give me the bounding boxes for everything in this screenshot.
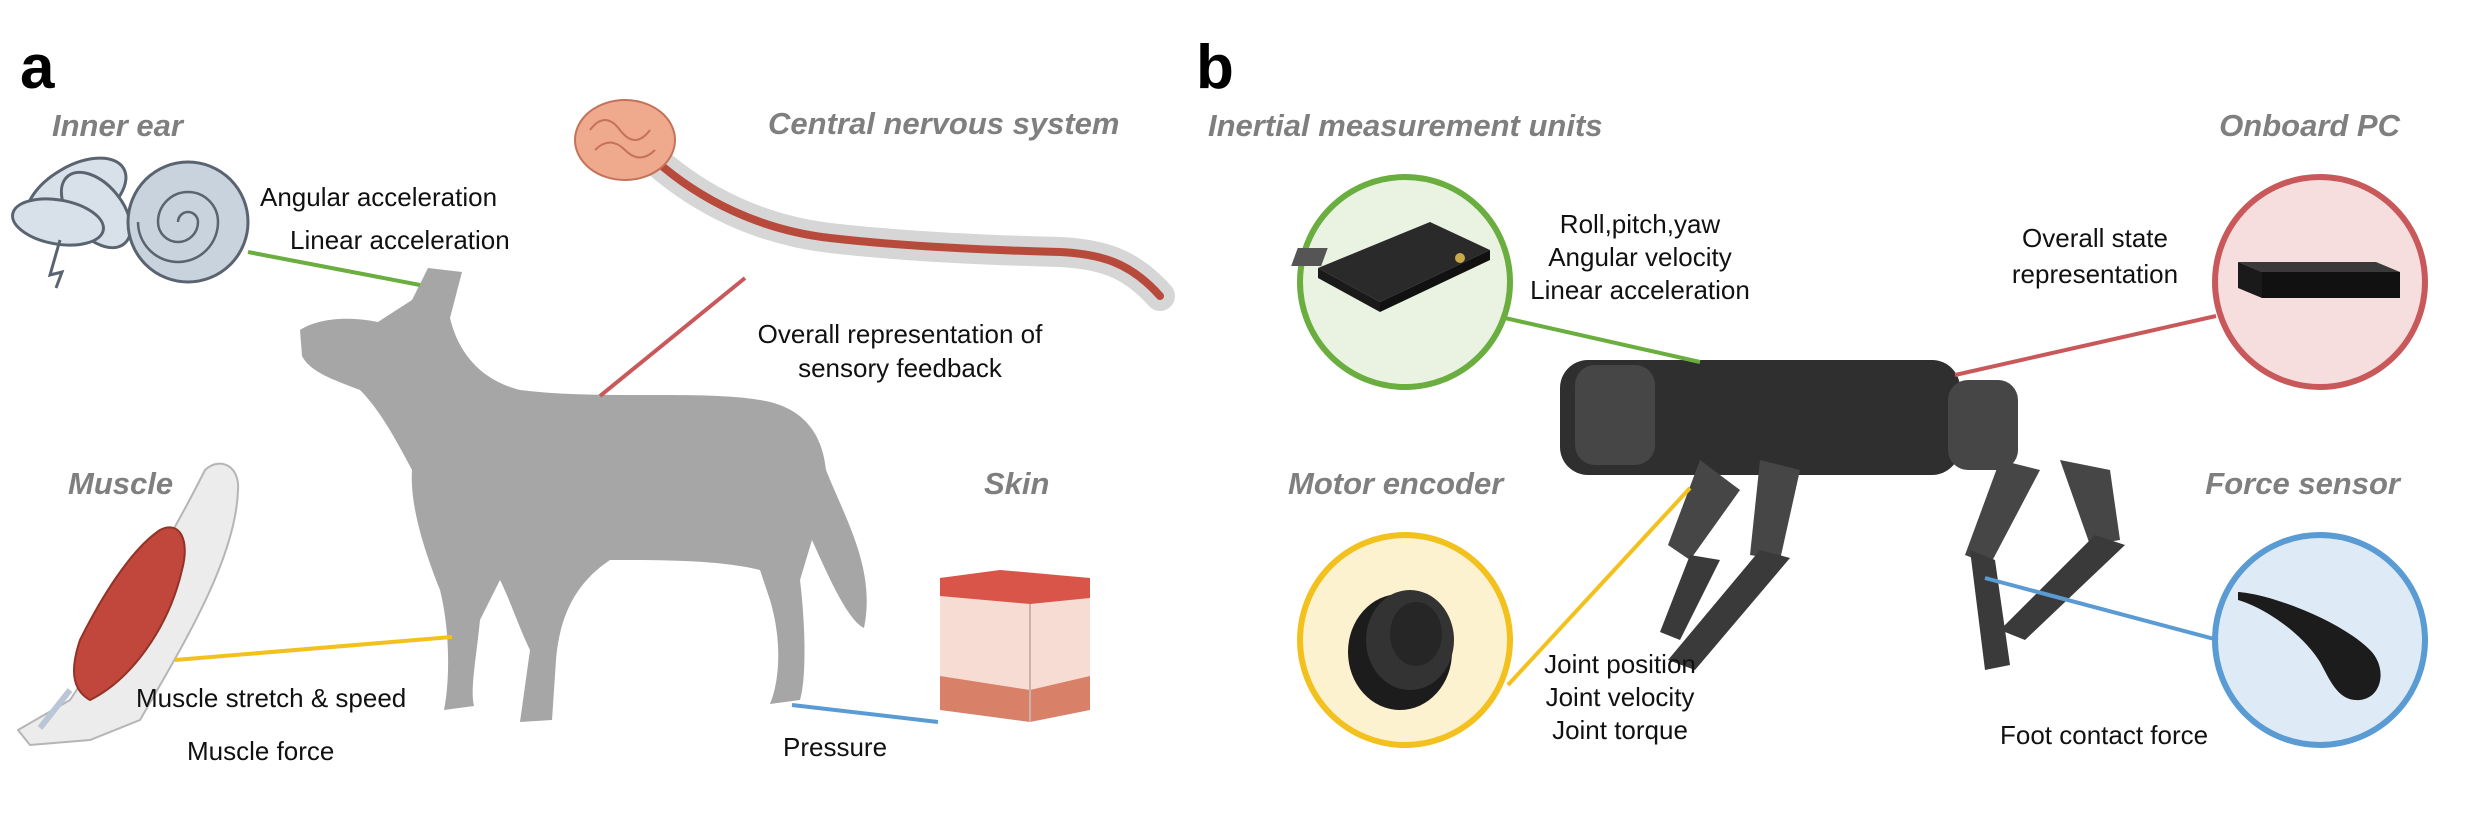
- muscle-line1: Muscle stretch & speed: [136, 683, 407, 713]
- imu-line3: Linear acceleration: [1530, 275, 1750, 305]
- force-line1: Foot contact force: [2000, 720, 2209, 750]
- motor-line2: Joint velocity: [1545, 682, 1695, 712]
- cns-line2: sensory feedback: [798, 353, 1002, 383]
- inner-ear-line1: Angular acceleration: [260, 182, 498, 212]
- connector-skin: [791, 703, 939, 724]
- connector-imu: [1504, 316, 1701, 364]
- imu-line2: Angular velocity: [1548, 242, 1732, 272]
- muscle-icon: [16, 462, 240, 747]
- robot-dog-illustration: [1560, 360, 2125, 670]
- motor-encoder-icon: [1348, 590, 1454, 710]
- pc-line2: representation: [2011, 259, 2179, 289]
- nervous-system-icon: [574, 99, 1175, 311]
- cns-line1: Overall representation of: [757, 319, 1043, 349]
- imu-line1: Roll,pitch,yaw: [1559, 209, 1721, 239]
- circuit-board-icon: [1291, 222, 1490, 312]
- force-title: Force sensor: [2205, 466, 2400, 501]
- skin-line1: Pressure: [783, 732, 888, 762]
- skin-icon: [940, 570, 1090, 722]
- imu-title: Inertial measurement units: [1208, 108, 1603, 143]
- inner-ear-line2: Linear acceleration: [290, 225, 510, 255]
- connector-force: [1984, 576, 2219, 642]
- pc-box-icon: [2238, 262, 2400, 298]
- connector-pc: [1954, 314, 2217, 377]
- dog-silhouette: [300, 268, 867, 722]
- cns-title: Central nervous system: [768, 106, 1120, 141]
- motor-line3: Joint torque: [1552, 715, 1688, 745]
- connector-motor: [1506, 486, 1692, 687]
- connector-cns: [598, 276, 747, 398]
- muscle-title: Muscle: [68, 466, 174, 501]
- force-sensor-icon: [2238, 592, 2381, 701]
- skin-title: Skin: [984, 466, 1050, 501]
- muscle-line2: Muscle force: [187, 736, 335, 766]
- panel-b-letter: b: [1196, 33, 1234, 102]
- connector-inner-ear: [247, 250, 421, 287]
- motor-title: Motor encoder: [1288, 466, 1504, 501]
- pc-line1: Overall state: [2022, 223, 2168, 253]
- connector-muscle: [174, 635, 453, 662]
- panel-a-letter: a: [20, 33, 55, 102]
- inner-ear-icon: [11, 156, 250, 289]
- inner-ear-title: Inner ear: [52, 108, 183, 143]
- pc-title: Onboard PC: [2219, 108, 2400, 143]
- motor-line1: Joint position: [1544, 649, 1696, 679]
